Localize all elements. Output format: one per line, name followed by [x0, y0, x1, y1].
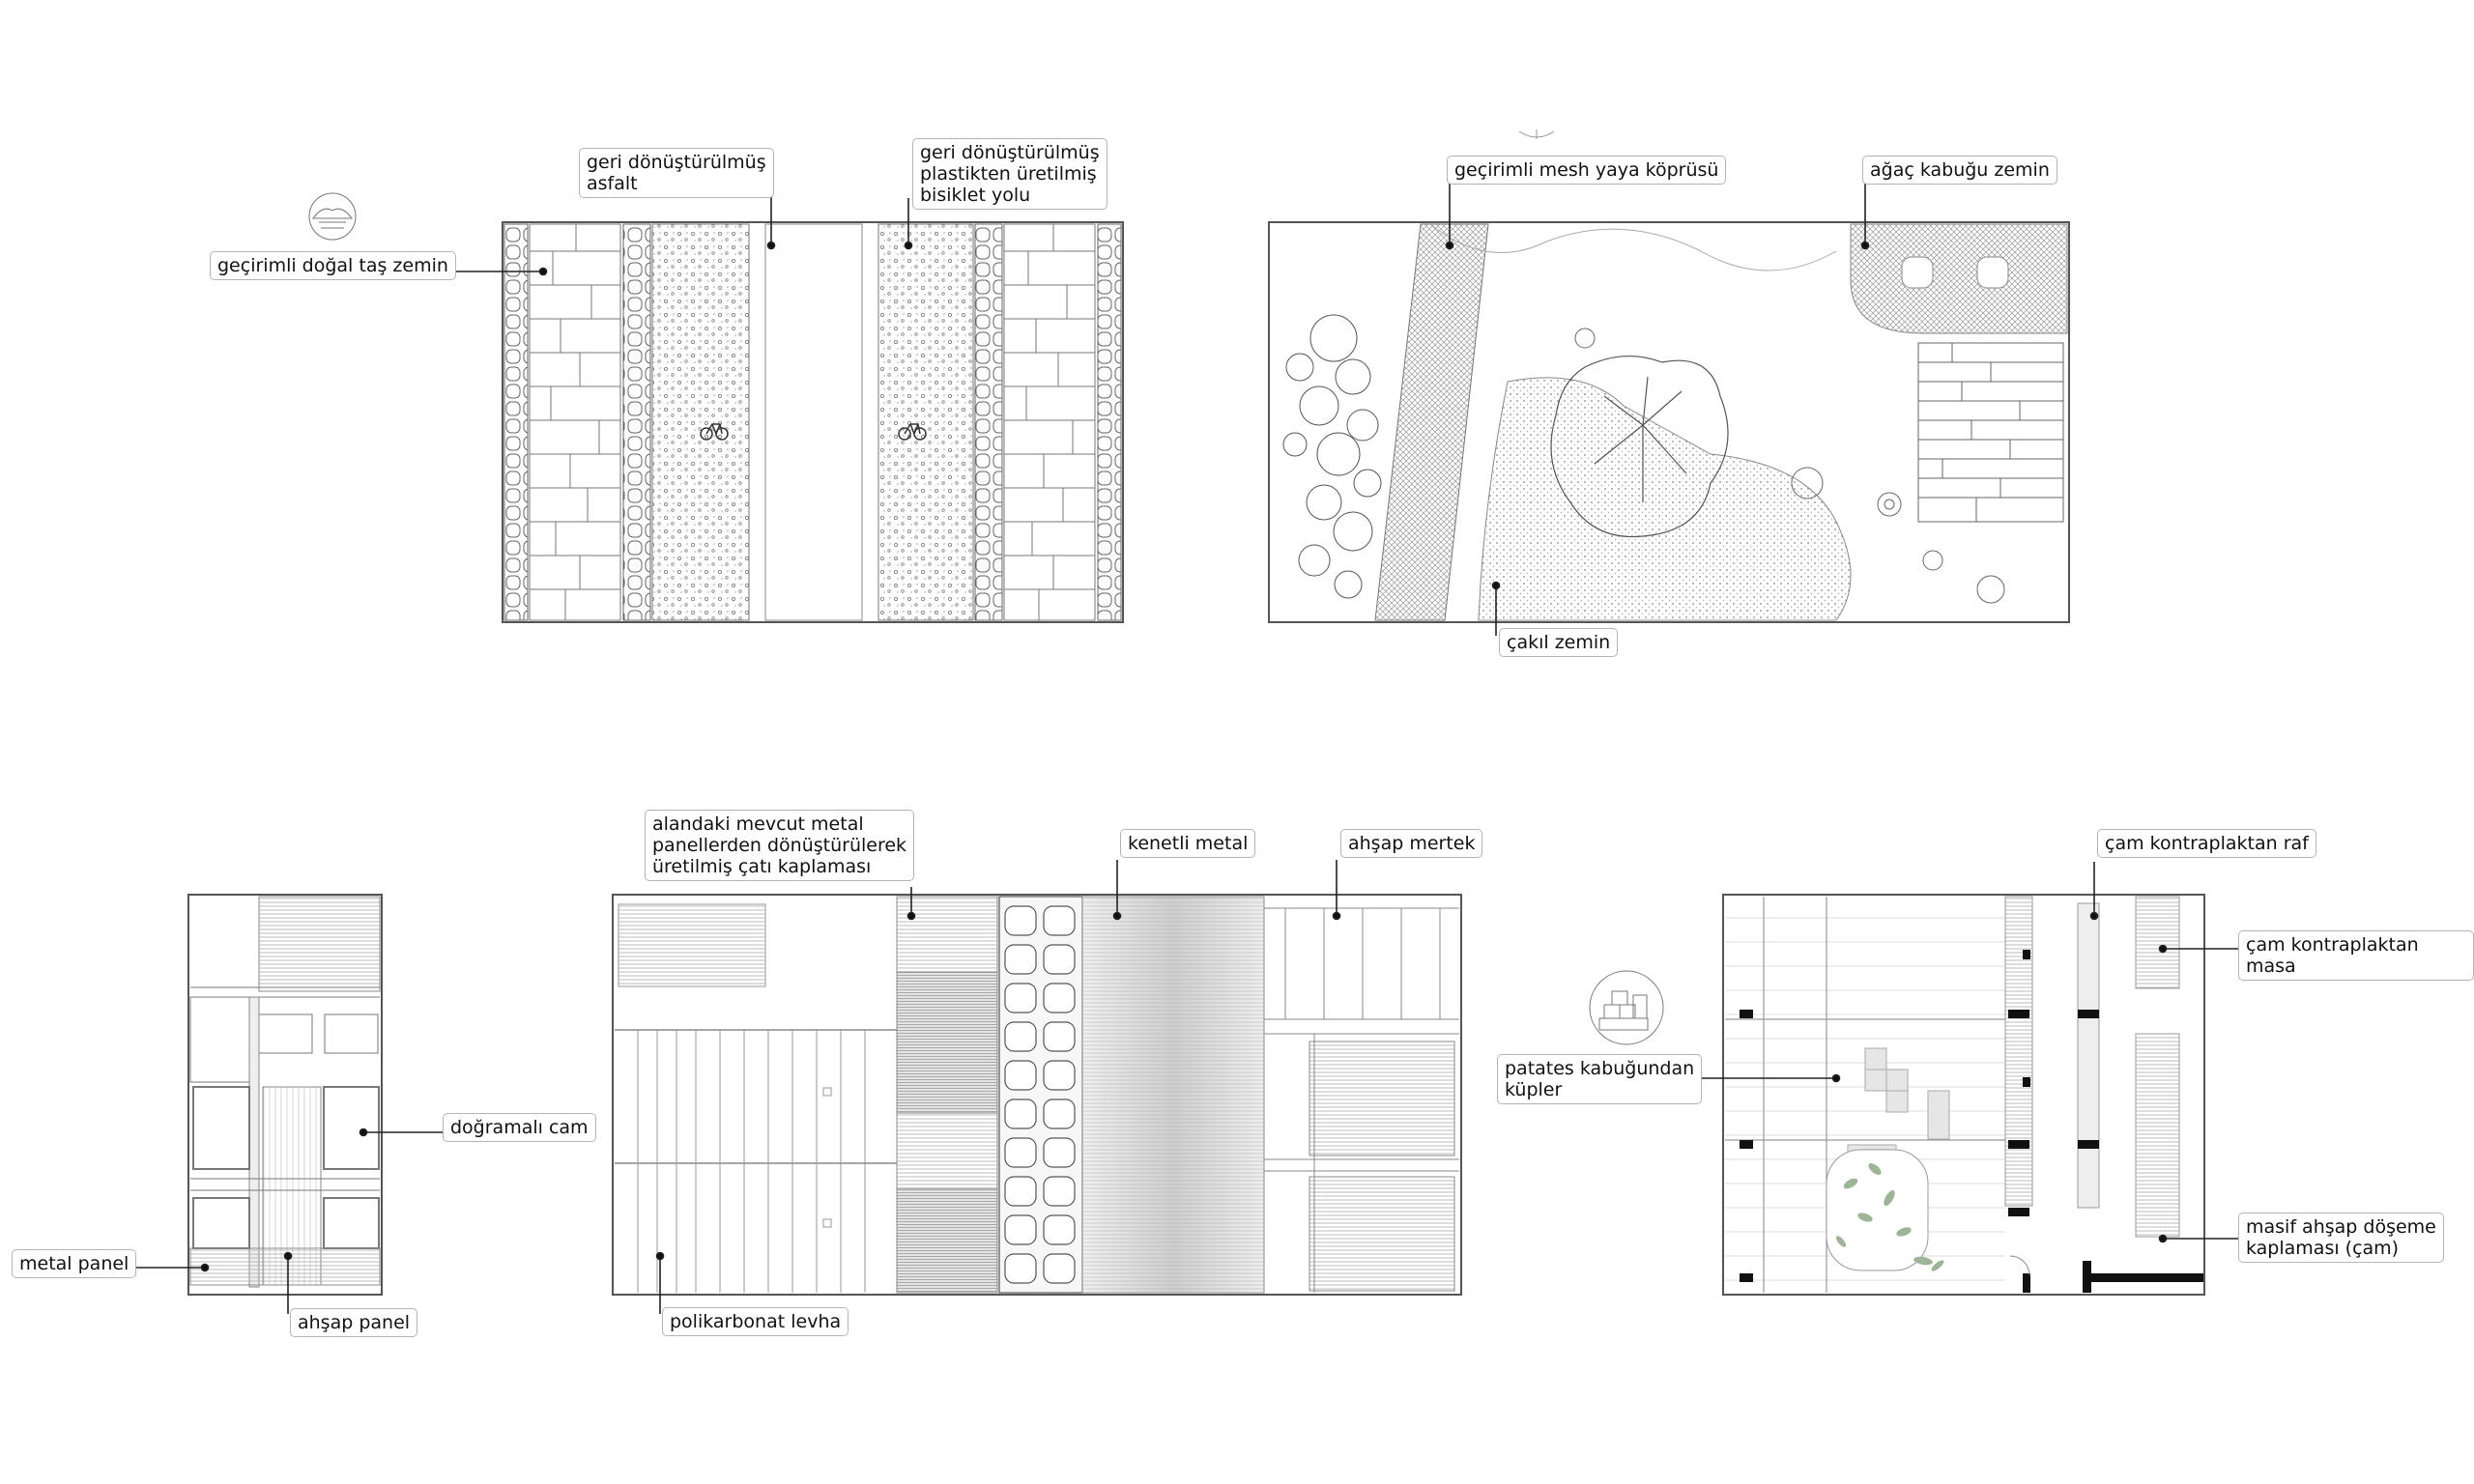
label-metal-panel: metal panel — [12, 1249, 137, 1278]
curb-stones-left — [503, 223, 529, 621]
structural-posts — [1740, 950, 2203, 1293]
label-gravel-ground: çakıl zemin — [1499, 628, 1619, 657]
timber-rafters — [1264, 907, 1459, 1293]
asphalt-lane — [764, 223, 863, 621]
mesh-bridge — [1374, 223, 1489, 621]
cobble-band-right — [974, 223, 1003, 621]
label-pine-shelf: çam kontraplaktan raf — [2097, 829, 2316, 858]
compass-icon — [1518, 129, 1555, 139]
vegetation-left — [1282, 314, 1382, 599]
facade-elevation — [126, 894, 445, 1314]
label-potato-cubes: patates kabuğundan küpler — [1497, 1054, 1703, 1104]
natural-stone-pavers-left — [529, 223, 621, 621]
label-framed-glass: doğramalı cam — [443, 1113, 596, 1142]
wood-slats-top — [258, 896, 381, 992]
shrubs — [1574, 328, 2005, 604]
label-timber-rafter: ahşap mertek — [1340, 829, 1483, 858]
bicycle-icon — [898, 423, 927, 441]
curb-stones-right — [1097, 223, 1122, 621]
louvre-panel — [618, 903, 766, 987]
label-mesh-bridge: geçirimli mesh yaya köprüsü — [1447, 156, 1727, 185]
natural-stone-pavers-right — [1003, 223, 1096, 621]
gravel-area — [1478, 377, 1852, 621]
plant-leaves — [1835, 1163, 1944, 1271]
label-recycled-roof: alandaki mevcut metal panellerden dönüşt… — [645, 810, 915, 881]
tree-canopy — [1550, 356, 1729, 538]
label-standing-seam: kenetli metal — [1120, 829, 1256, 858]
shelf-columns — [2004, 896, 2180, 1238]
glass-pane — [192, 1086, 250, 1170]
label-pine-table: çam kontraplaktan masa — [2238, 930, 2474, 981]
label-bark-ground: ağaç kabuğu zemin — [1862, 156, 2057, 185]
bicycle-icon — [700, 423, 729, 441]
street-plan — [308, 174, 1124, 623]
label-natural-stone: geçirimli doğal taş zemin — [210, 251, 456, 280]
cobble-band-left — [622, 223, 651, 621]
label-solid-wood-floor: masif ahşap döşeme kaplaması (çam) — [2238, 1213, 2444, 1263]
label-bike-path: geri dönüştürülmüş plastikten üretilmiş … — [912, 138, 1108, 210]
polycarbonate-panels — [637, 1030, 866, 1293]
cube-stack-icon — [1589, 970, 1664, 1045]
glass-pane — [323, 1086, 380, 1170]
bark-area — [1850, 223, 2068, 334]
label-wood-panel: ahşap panel — [290, 1308, 418, 1337]
rounded-roof-modules — [998, 896, 1083, 1294]
landscape-plan — [1268, 129, 2070, 636]
terrain-icon — [308, 192, 357, 241]
label-recycled-asphalt: geri dönüştürülmüş asfalt — [579, 148, 774, 198]
roof-plan — [612, 860, 1462, 1314]
bike-path-right — [877, 223, 974, 621]
interior-plan — [1589, 862, 2240, 1296]
potato-cubes — [1847, 1047, 1950, 1159]
stone-wall — [1917, 342, 2064, 523]
label-polycarbonate: polikarbonat levha — [662, 1307, 849, 1336]
bike-path-left — [651, 223, 750, 621]
